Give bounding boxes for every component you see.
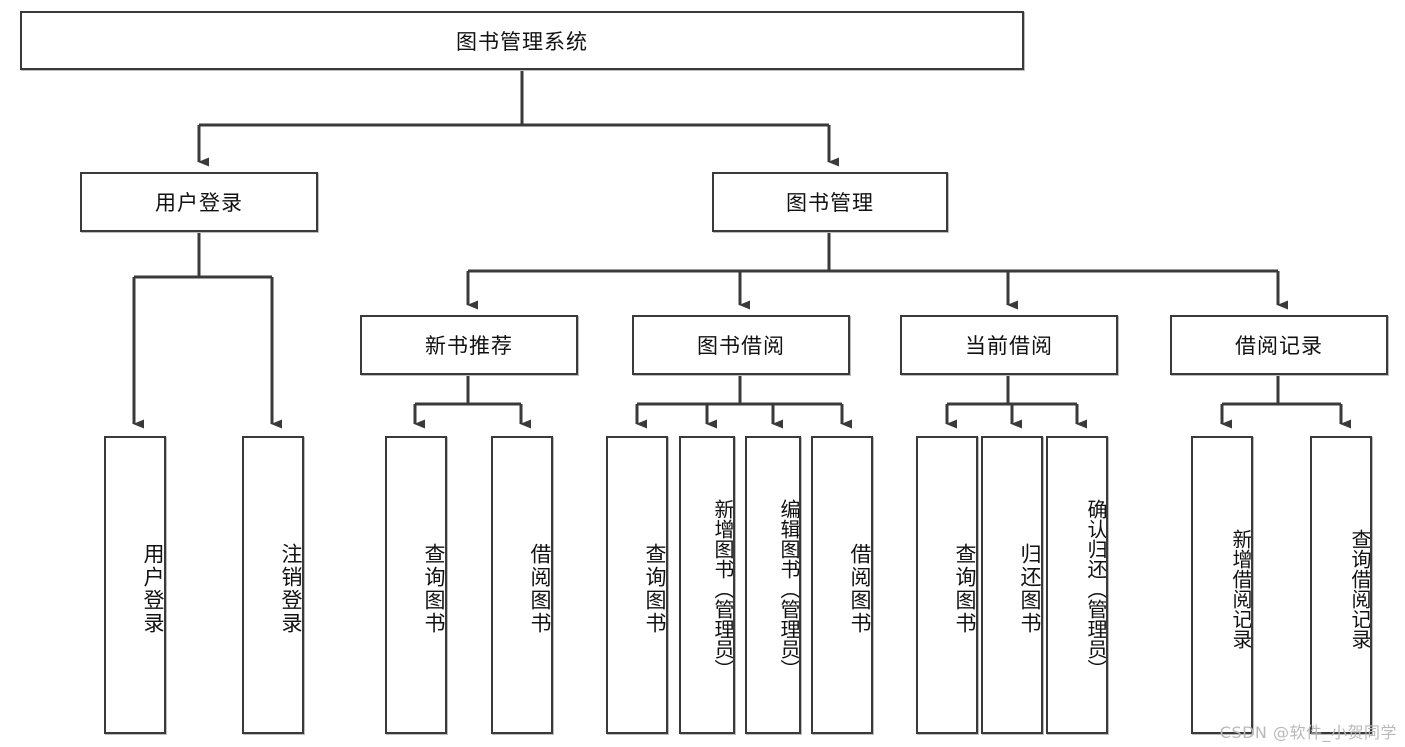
node-book-management[interactable]: 图书管理 — [712, 172, 948, 232]
node-root[interactable]: 图书管理系统 — [20, 11, 1024, 70]
leaf-new-book-borrow[interactable]: 借阅图书 — [491, 436, 553, 734]
node-new-book-recommend[interactable]: 新书推荐 — [360, 315, 578, 375]
leaf-user-login-signout[interactable]: 注销登录 — [242, 436, 304, 734]
leaf-current-borrow-return[interactable]: 归还图书 — [981, 436, 1043, 734]
leaf-user-login-signin[interactable]: 用户登录 — [104, 436, 166, 734]
leaf-borrow-record-query[interactable]: 查询借阅记录 — [1310, 436, 1372, 734]
leaf-book-borrow-edit[interactable]: 编辑图书（管理员） — [745, 436, 801, 734]
leaf-new-book-query[interactable]: 查询图书 — [385, 436, 447, 734]
leaf-book-borrow-borrow[interactable]: 借阅图书 — [811, 436, 873, 734]
node-borrow-record[interactable]: 借阅记录 — [1170, 315, 1388, 375]
leaf-current-borrow-confirm[interactable]: 确认归还（管理员） — [1046, 436, 1108, 734]
leaf-borrow-record-add[interactable]: 新增借阅记录 — [1191, 436, 1253, 734]
leaf-book-borrow-query[interactable]: 查询图书 — [606, 436, 668, 734]
leaf-current-borrow-query[interactable]: 查询图书 — [916, 436, 978, 734]
node-current-borrow[interactable]: 当前借阅 — [900, 315, 1118, 375]
node-book-borrow[interactable]: 图书借阅 — [632, 315, 850, 375]
node-user-login[interactable]: 用户登录 — [80, 172, 318, 232]
leaf-book-borrow-add[interactable]: 新增图书（管理员） — [679, 436, 735, 734]
